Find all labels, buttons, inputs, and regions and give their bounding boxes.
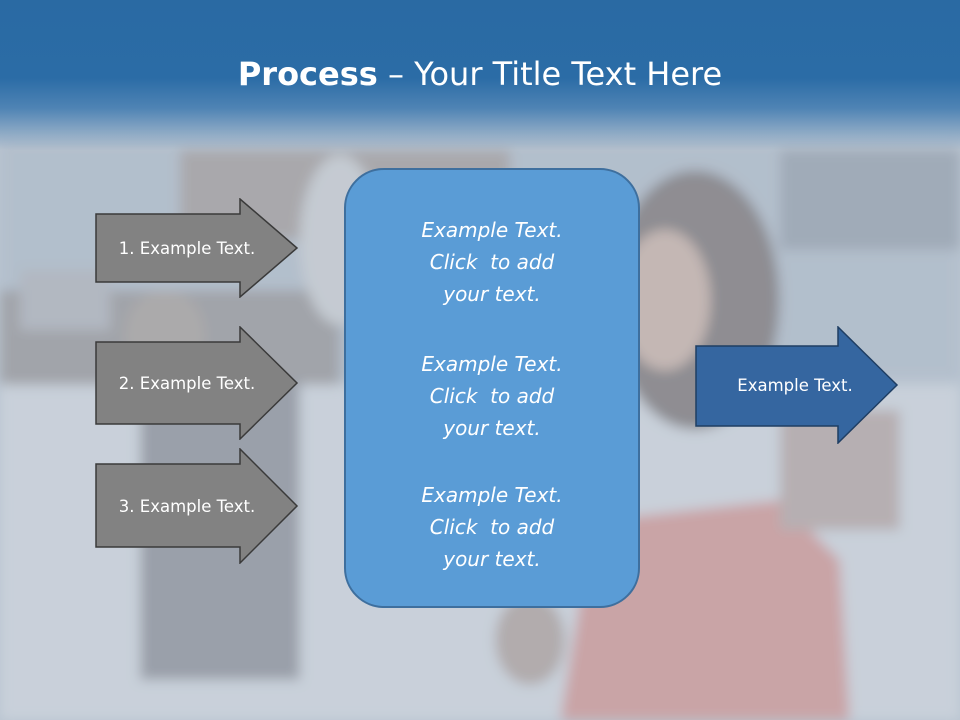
center-text-block-2[interactable]: Example Text. Click to add your text. xyxy=(346,348,638,444)
step-arrow-1-label: 1. Example Text. xyxy=(118,238,256,258)
output-arrow[interactable]: Example Text. xyxy=(695,326,900,444)
center-block-2-line-1: Example Text. xyxy=(421,352,563,376)
slide-title[interactable]: Process – Your Title Text Here xyxy=(0,52,960,96)
title-bold-text: Process xyxy=(237,55,378,93)
title-rest-text: – Your Title Text Here xyxy=(377,55,723,93)
center-text-block-3[interactable]: Example Text. Click to add your text. xyxy=(346,479,638,575)
center-block-1-line-1: Example Text. xyxy=(421,218,563,242)
center-block-3-line-1: Example Text. xyxy=(421,483,563,507)
step-arrow-1[interactable]: 1. Example Text. xyxy=(95,198,300,298)
step-arrow-1-shape xyxy=(95,198,299,298)
center-content-box[interactable]: Example Text. Click to add your text. Ex… xyxy=(344,168,640,608)
title-band xyxy=(0,0,960,150)
step-arrow-3[interactable]: 3. Example Text. xyxy=(95,448,300,564)
center-block-3-line-3: your text. xyxy=(443,547,541,571)
output-arrow-label: Example Text. xyxy=(737,375,853,395)
center-block-1-line-2: Click to add xyxy=(429,250,555,274)
center-block-2-line-2: Click to add xyxy=(429,384,555,408)
step-arrow-2-label: 2. Example Text. xyxy=(118,373,256,393)
step-arrow-3-label: 3. Example Text. xyxy=(118,496,256,516)
output-arrow-shape xyxy=(695,326,899,444)
center-block-2-line-3: your text. xyxy=(443,416,541,440)
step-arrow-3-shape xyxy=(95,448,299,564)
center-text-block-1[interactable]: Example Text. Click to add your text. xyxy=(346,214,638,310)
center-block-1-line-3: your text. xyxy=(443,282,541,306)
step-arrow-2-shape xyxy=(95,326,299,440)
step-arrow-2[interactable]: 2. Example Text. xyxy=(95,326,300,440)
center-block-3-line-2: Click to add xyxy=(429,515,555,539)
